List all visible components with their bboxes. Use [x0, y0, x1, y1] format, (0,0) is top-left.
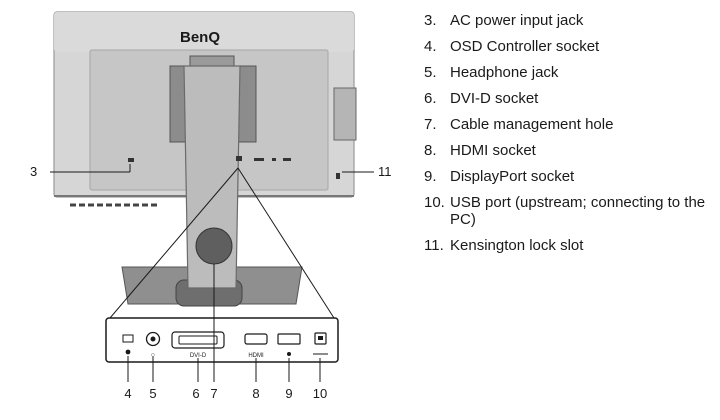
legend-number: 6. — [424, 90, 437, 107]
legend-item: 5. Headphone jack — [424, 64, 714, 81]
hdmi-socket-icon — [244, 333, 268, 345]
dvi-d-label: DVI-D — [190, 353, 207, 359]
legend-number: 8. — [424, 142, 437, 159]
callout-11: 11 — [378, 164, 392, 179]
callout-5: 5 — [149, 386, 156, 401]
legend-number: 7. — [424, 116, 437, 133]
legend-text: Kensington lock slot — [450, 237, 584, 254]
brand-logo: BenQ — [180, 29, 220, 46]
legend-item: 7. Cable management hole — [424, 116, 714, 133]
legend-number: 5. — [424, 64, 437, 81]
connector-panel: ∩ DVI-D HDMI — [105, 317, 339, 363]
callout-4: 4 — [124, 386, 131, 401]
callout-6: 6 — [192, 386, 199, 401]
callout-10: 10 — [313, 386, 327, 401]
legend-text: HDMI socket — [450, 142, 536, 159]
bottom-callout-lines — [127, 264, 321, 382]
hdmi-label: HDMI — [248, 353, 264, 359]
legend-text: AC power input jack — [450, 12, 584, 29]
legend-text: USB port (upstream; connecting to the PC… — [450, 194, 706, 228]
callout-7: 7 — [210, 386, 217, 401]
osd-socket-icon — [122, 334, 134, 343]
legend-item: 9. DisplayPort socket — [424, 168, 714, 185]
legend-text: Cable management hole — [450, 116, 614, 133]
legend-item: 8. HDMI socket — [424, 142, 714, 159]
legend-number: 11. — [424, 237, 444, 254]
svg-text:∩: ∩ — [151, 352, 155, 358]
legend-text: DisplayPort socket — [450, 168, 575, 185]
legend-item: 3. AC power input jack — [424, 12, 714, 29]
legend-text: DVI-D socket — [450, 90, 539, 107]
legend-number: 3. — [424, 12, 437, 29]
legend-text: Headphone jack — [450, 64, 559, 81]
legend-item: 4. OSD Controller socket — [424, 38, 714, 55]
legend-number: 9. — [424, 168, 437, 185]
displayport-socket-icon — [277, 333, 301, 345]
legend-item: 11. Kensington lock slot — [424, 237, 714, 254]
legend-item: 10. USB port (upstream; connecting to the… — [424, 194, 714, 228]
callout-9: 9 — [285, 386, 292, 401]
legend-item: 6. DVI-D socket — [424, 90, 714, 107]
stand-column — [169, 55, 257, 289]
callout-3: 3 — [30, 164, 37, 179]
legend-number: 4. — [424, 38, 437, 55]
legend-text: OSD Controller socket — [450, 38, 600, 55]
legend-list: 3. AC power input jack 4. OSD Controller s… — [424, 12, 714, 263]
back-port-row — [128, 156, 340, 179]
legend-number: 10. — [424, 194, 445, 211]
callout-8: 8 — [252, 386, 259, 401]
